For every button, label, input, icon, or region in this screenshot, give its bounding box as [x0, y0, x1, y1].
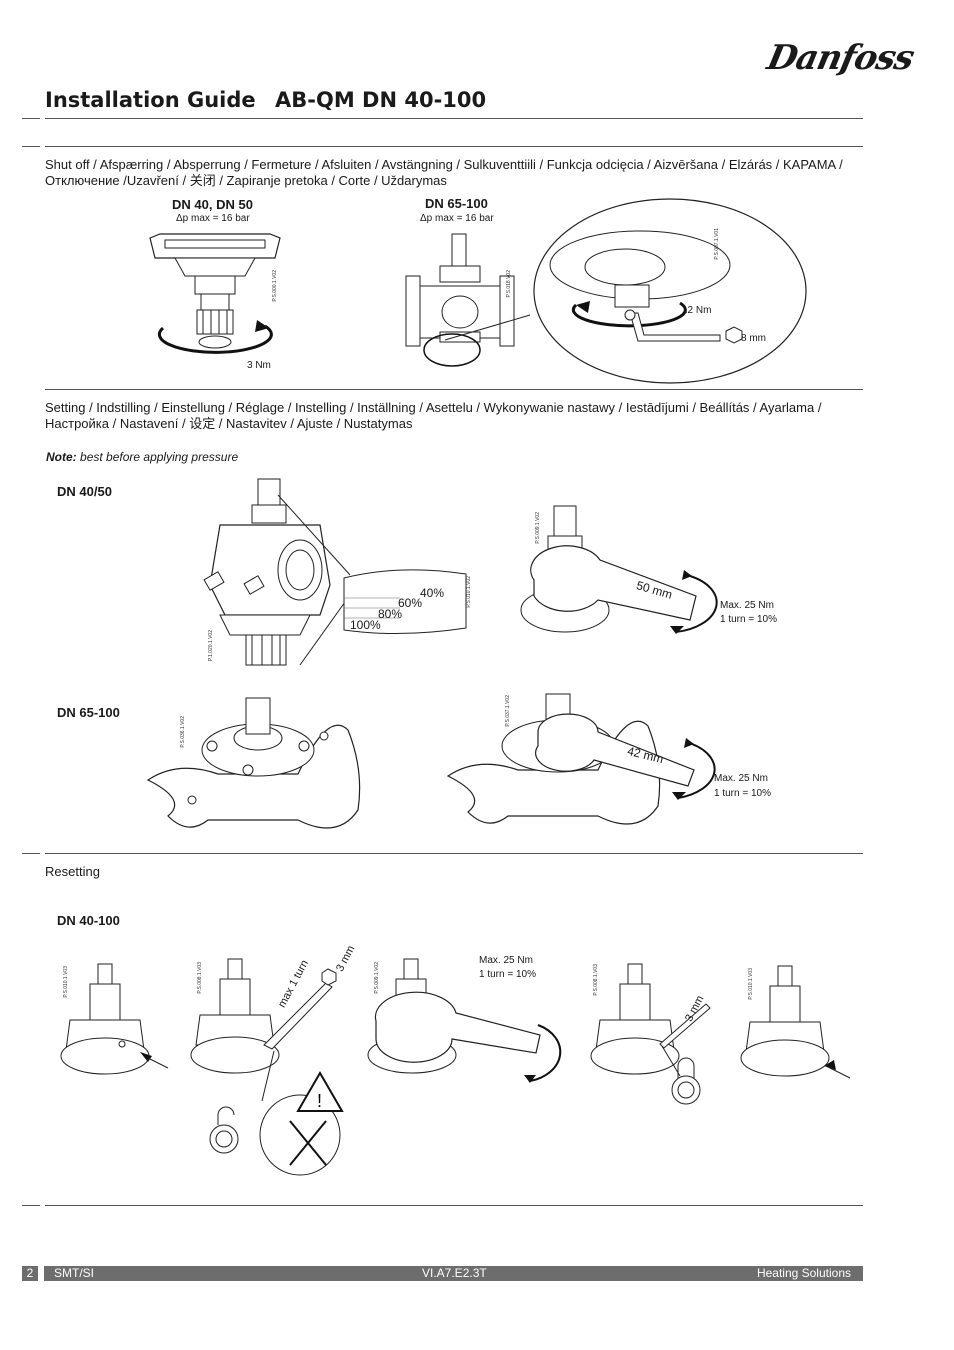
resetting-title: Resetting [45, 864, 100, 879]
danfoss-logo: Danfoss [763, 38, 918, 78]
shutoff-torque-left: 3 Nm [247, 360, 271, 371]
reset-turn-ratio: 1 turn = 10% [479, 969, 536, 980]
section-rule [45, 389, 863, 390]
shutoff-torque-right: 12 Nm [682, 305, 712, 316]
section-rule [45, 1205, 863, 1206]
scale-60: 60% [398, 596, 423, 610]
setting-scale-detail [343, 569, 467, 635]
dn4050-max-torque: Max. 25 Nm [720, 600, 774, 611]
setting-valve-dn4050-illustration [203, 478, 351, 666]
shutoff-valve-large-illustration [405, 233, 515, 367]
margin-tick [22, 1205, 40, 1206]
shutoff-dn-left: DN 40, DN 50 [172, 197, 253, 212]
svg-text:!: ! [317, 1091, 322, 1111]
reset-step3-illustration [367, 958, 562, 1083]
reset-code-4: P.S.008.1.V03 [593, 964, 599, 996]
setting-wrench-dn4050-illustration [520, 505, 718, 634]
setting-languages: Setting / Indstilling / Einstellung / Ré… [45, 400, 822, 431]
page-title: Installation Guide [45, 88, 256, 112]
shutoff-valve-small-illustration [149, 233, 281, 354]
reset-code-3: P.S.009.1.V02 [374, 962, 380, 994]
product-title: AB-QM DN 40-100 [275, 88, 487, 112]
setting-wrench-dn65100-illustration [446, 693, 716, 825]
shutoff-dn-right: DN 65-100 [425, 196, 488, 211]
reset-step5-illustration [740, 965, 851, 1079]
note-label: Note: [46, 450, 77, 464]
footer-doc: VI.A7.E2.3T [422, 1266, 487, 1280]
setting-dn4050-label: DN 40/50 [57, 484, 112, 499]
header-rule [45, 118, 863, 119]
reset-step4-illustration [590, 963, 711, 1105]
setting-dn65100-label: DN 65-100 [57, 705, 120, 720]
shutoff-dp-left: Δp max = 16 bar [176, 213, 250, 224]
setting-dn65100-code-a: P.S.036.1.V02 [180, 716, 186, 748]
shutoff-languages: Shut off / Afspærring / Absperrung / Fer… [45, 157, 843, 188]
reset-code-1: P.S.010.1.V03 [63, 966, 69, 998]
section-rule [45, 146, 863, 147]
footer-division: Heating Solutions [756, 1266, 851, 1280]
shutoff-key-size: 8 mm [741, 333, 766, 344]
setting-dn4050-code-c: P.S.009.1.V02 [535, 512, 541, 544]
scale-80: 80% [378, 607, 403, 621]
setting-dn4050-code-a: P.1.020.1.V02 [208, 630, 214, 662]
dn4050-turn-ratio: 1 turn = 10% [720, 614, 777, 625]
reset-code-2: P.S.008.1.V03 [197, 962, 203, 994]
dn65100-max-torque: Max. 25 Nm [714, 773, 768, 784]
margin-tick [22, 146, 40, 147]
reset-code-5: P.S.010.1.V03 [748, 968, 754, 1000]
setting-valve-dn65100-illustration [146, 697, 361, 829]
scale-100: 100% [350, 618, 381, 632]
dn65100-turn-ratio: 1 turn = 10% [714, 788, 771, 799]
margin-tick [22, 118, 40, 119]
reset-max-torque: Max. 25 Nm [479, 955, 533, 966]
footer-bar: SMT/SI VI.A7.E2.3T Heating Solutions [44, 1266, 863, 1281]
setting-dn4050-code-b: P.S.010.1.V02 [466, 576, 472, 608]
margin-tick [22, 853, 40, 854]
resetting-dn-label: DN 40-100 [57, 913, 120, 928]
shutoff-zoom-detail [444, 198, 807, 384]
setting-note: Note: best before applying pressure [46, 450, 238, 464]
scale-40: 40% [420, 586, 445, 600]
footer-code: SMT/SI [54, 1266, 95, 1280]
reset-step1-illustration [60, 963, 169, 1075]
shutoff-left-code: P.S.000.1.V02 [272, 270, 278, 302]
note-text: best before applying pressure [80, 450, 239, 464]
section-rule [45, 853, 863, 854]
shutoff-right-code2: P.S.018.V02 [506, 270, 512, 298]
shutoff-right-code: P.S.007.1.V01 [714, 228, 720, 260]
footer-page-number: 2 [22, 1266, 38, 1281]
shutoff-dp-right: Δp max = 16 bar [420, 213, 494, 224]
reset-step2-illustration: ! [190, 958, 344, 1176]
setting-dn65100-code-b: P.S.037.1.V02 [505, 695, 511, 727]
